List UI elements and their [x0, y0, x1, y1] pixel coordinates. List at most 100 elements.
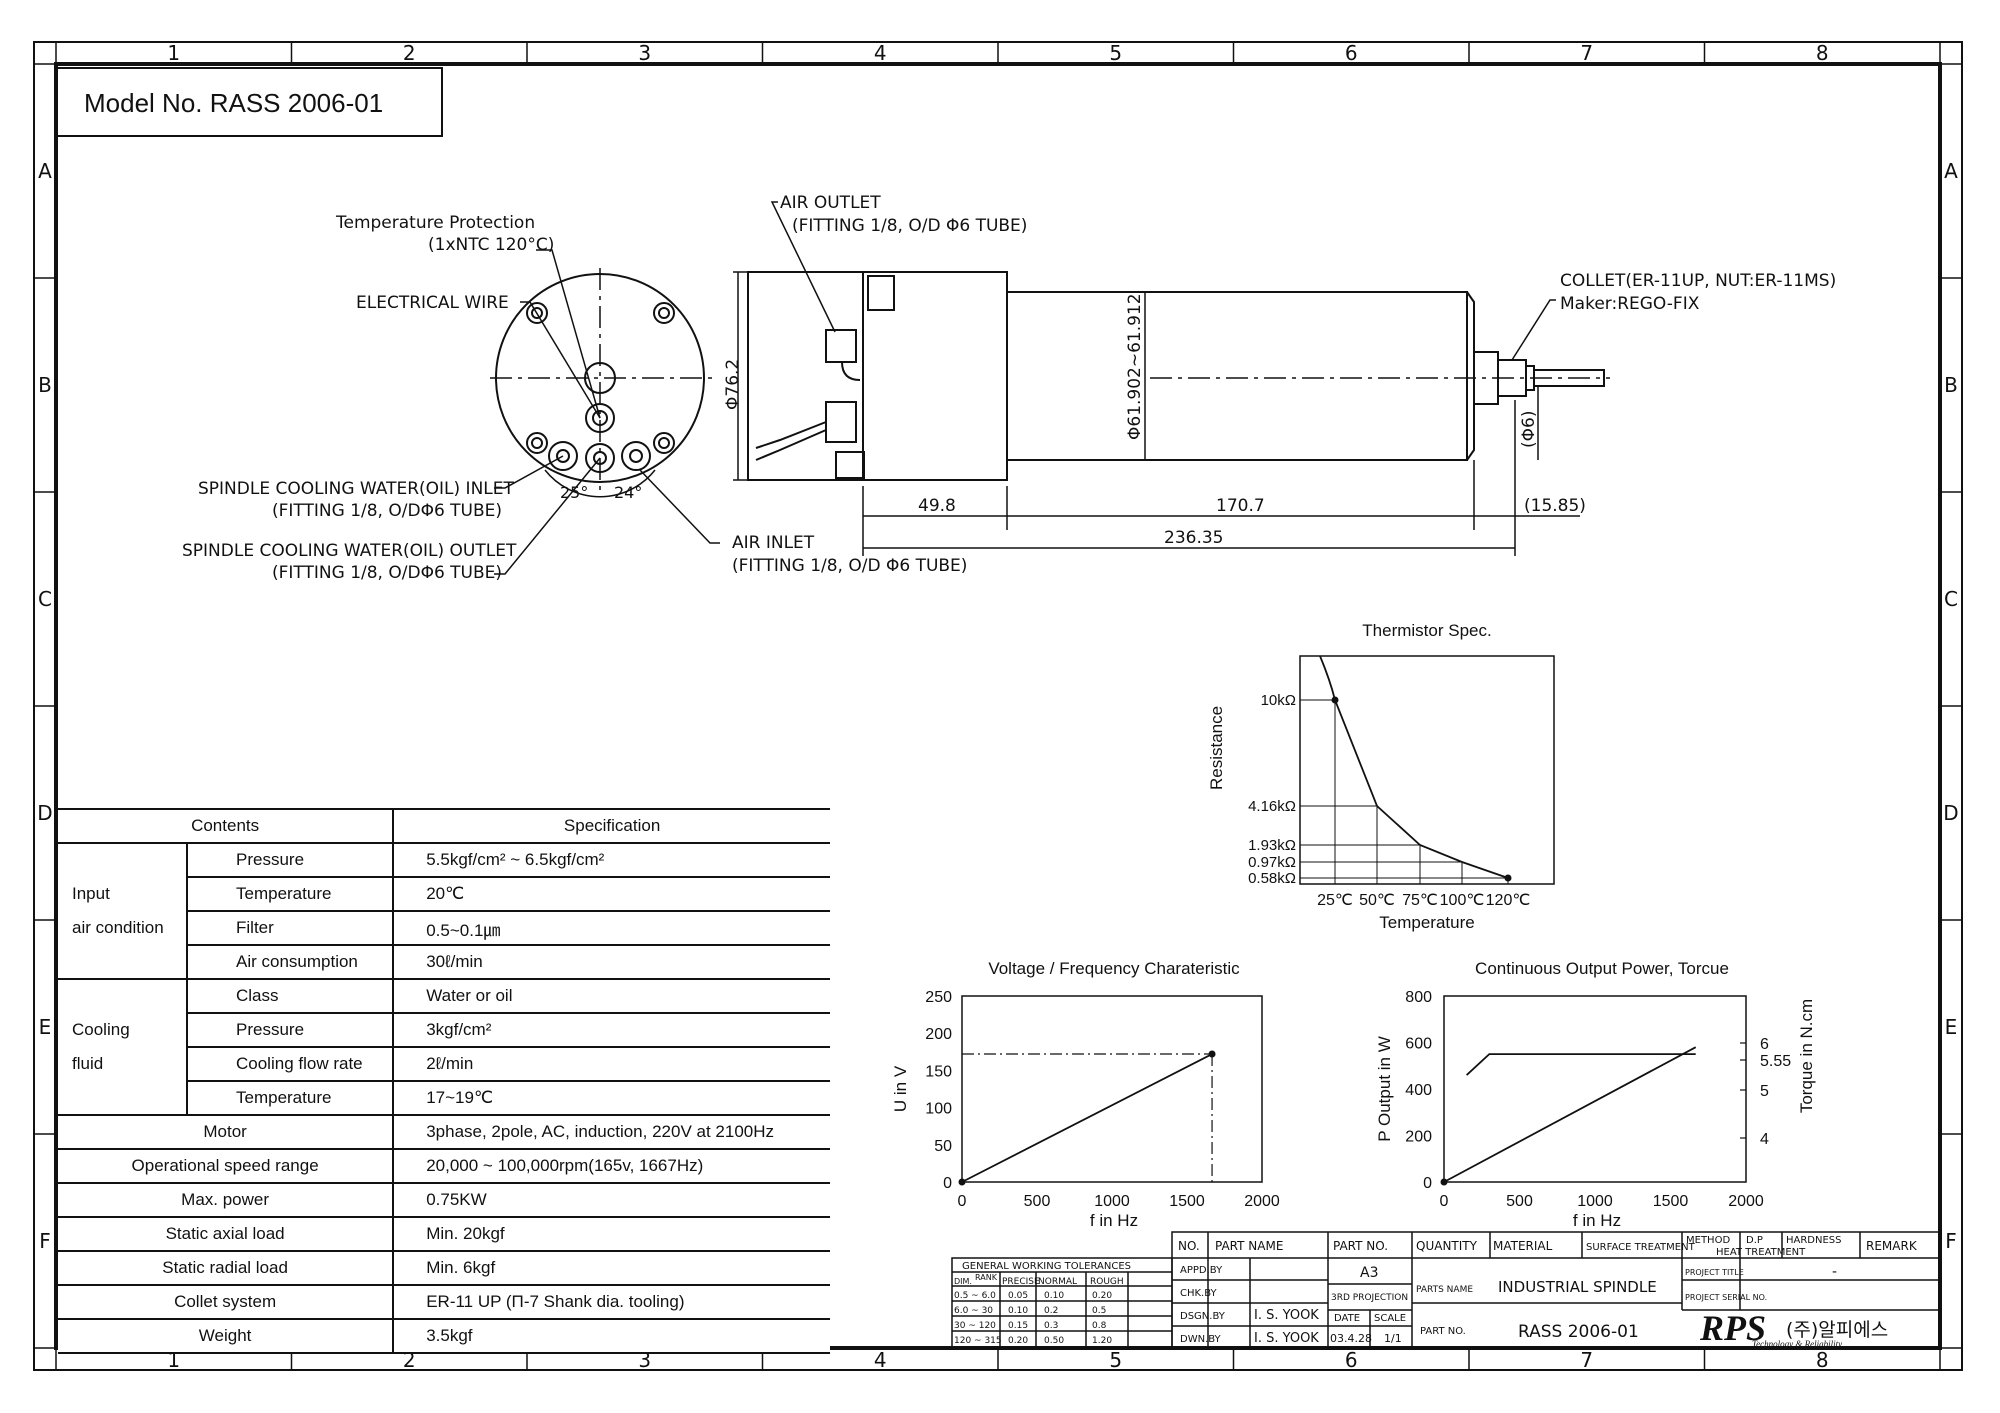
company-logo: RPS — [1699, 1308, 1766, 1348]
y-tick-label: 0.58kΩ — [1248, 870, 1296, 887]
h-quantity: QUANTITY — [1416, 1239, 1478, 1253]
y-tick-label: 600 — [1405, 1036, 1432, 1053]
y-axis-label: U in V — [891, 1065, 910, 1112]
col-number-bottom: 5 — [1109, 1348, 1122, 1372]
angle-25: 25° — [560, 483, 588, 502]
spec-value: Min. 20kgf — [393, 1217, 830, 1252]
row-letter-left: F — [39, 1229, 51, 1253]
x-tick-label: 0 — [1440, 1193, 1449, 1210]
col-number-bottom: 6 — [1345, 1348, 1358, 1372]
spec-label: Air consumption — [187, 945, 395, 980]
spec-value: 3phase, 2pole, AC, induction, 220V at 21… — [393, 1115, 830, 1150]
y-tick-label: 0 — [943, 1175, 952, 1192]
y-tick-label: 50 — [934, 1138, 952, 1155]
y2-tick-label: 6 — [1760, 1036, 1769, 1053]
dwn-label: DWN.BY — [1180, 1334, 1222, 1345]
tol-cell: 0.20 — [1008, 1336, 1028, 1346]
air-outlet-leader — [770, 201, 836, 333]
row-letter-right: A — [1944, 159, 1958, 183]
spec-value: 2ℓ/min — [393, 1047, 830, 1082]
spec-label: Cooling flow rate — [187, 1047, 395, 1082]
tol-head-dim: DIM. — [954, 1277, 972, 1286]
dim-l1: 49.8 — [918, 496, 956, 516]
dwn-name: I. S. YOOK — [1254, 1331, 1319, 1346]
x-tick-label: 2000 — [1728, 1193, 1764, 1210]
cooling-inlet-label: SPINDLE COOLING WATER(OIL) INLET — [198, 479, 514, 499]
tol-cell: 0.10 — [1008, 1306, 1028, 1316]
y-axis-label: Resistance — [1207, 706, 1226, 790]
spec-label: Operational speed range — [58, 1149, 395, 1184]
spec-label: Weight — [58, 1319, 395, 1354]
cooling-outlet-label: SPINDLE COOLING WATER(OIL) OUTLET — [182, 541, 517, 561]
spec-header-contents: Contents — [58, 809, 395, 844]
y2-tick-label: 4 — [1760, 1131, 1769, 1148]
spec-value: 3.5kgf — [393, 1319, 830, 1354]
dim-d76: Φ76.2 — [723, 359, 743, 410]
temp-protection-label: Temperature Protection — [335, 213, 535, 233]
chart-title: Continuous Output Power, Torcue — [1475, 959, 1729, 978]
h-part-name: PART NAME — [1215, 1239, 1283, 1253]
voltage-line — [961, 1053, 1213, 1183]
origin-point — [958, 1178, 966, 1186]
tol-cell: 0.15 — [1008, 1321, 1028, 1331]
scale-label: SCALE — [1374, 1313, 1406, 1324]
company-korean: (주)알피에스 — [1786, 1319, 1888, 1341]
tol-cell: 0.8 — [1092, 1321, 1107, 1331]
tol-head-rank: RANK — [975, 1273, 998, 1282]
x-axis-label: Temperature — [1379, 913, 1474, 932]
air-inlet-label: AIR INLET — [732, 533, 815, 553]
h-no: NO. — [1178, 1239, 1200, 1253]
x-tick-label: 120℃ — [1486, 892, 1531, 909]
operating-point — [1208, 1050, 1216, 1058]
scale-value: 1/1 — [1384, 1332, 1402, 1345]
y-tick-label: 250 — [925, 989, 952, 1006]
tol-cell: 0.50 — [1044, 1336, 1064, 1346]
y2-tick-label: 5.55 — [1760, 1053, 1791, 1070]
title-block-text: GENERAL WORKING TOLERANCES DIM. RANK PRE… — [954, 1235, 1918, 1349]
parts-name-label: PARTS NAME — [1416, 1285, 1473, 1295]
x-tick-label: 1000 — [1094, 1193, 1130, 1210]
row-letter-right: B — [1944, 373, 1958, 397]
title-block — [951, 1231, 1941, 1349]
end-view-leaders — [494, 249, 720, 575]
x-tick-label: 2000 — [1244, 1193, 1280, 1210]
col-number-top: 7 — [1580, 41, 1593, 65]
tol-cell: 0.3 — [1044, 1321, 1058, 1331]
spec-value: 0.75KW — [393, 1183, 830, 1218]
tol-title: GENERAL WORKING TOLERANCES — [962, 1261, 1131, 1272]
x-tick-label: 500 — [1024, 1193, 1051, 1210]
collet-maker: Maker:REGO-FIX — [1560, 294, 1700, 314]
row-letter-left: D — [37, 801, 52, 825]
x-tick-label: 1500 — [1169, 1193, 1205, 1210]
spec-label: Temperature — [187, 877, 395, 912]
y-tick-label: 400 — [1405, 1082, 1432, 1099]
h-method: METHOD — [1686, 1235, 1730, 1246]
col-number-bottom: 1 — [167, 1348, 180, 1372]
y-axis-label: P Output in W — [1375, 1036, 1394, 1142]
tol-cell: 6.0 ~ 30 — [954, 1306, 993, 1316]
y-tick-label: 1.93kΩ — [1248, 837, 1296, 854]
project-title-label: PROJECT TITLE — [1685, 1268, 1744, 1277]
x-tick-label: 100℃ — [1440, 892, 1485, 909]
dim-d6: (Φ6) — [1519, 411, 1539, 448]
y2-tick-label: 5 — [1760, 1083, 1769, 1100]
dsgn-name: I. S. YOOK — [1254, 1308, 1319, 1323]
tol-cell: 30 ~ 120 — [954, 1321, 996, 1331]
date-value: 03.4.28 — [1330, 1332, 1372, 1345]
appd-label: APPD.BY — [1180, 1265, 1223, 1276]
row-letter-right: C — [1944, 587, 1958, 611]
row-letter-right: F — [1945, 1229, 1957, 1253]
air-inlet-sub: (FITTING 1/8, O/D Φ6 TUBE) — [732, 556, 967, 576]
thermistor-chart: Thermistor Spec.TemperatureResistance25℃… — [1207, 621, 1555, 932]
air-outlet-sub: (FITTING 1/8, O/D Φ6 TUBE) — [792, 216, 1027, 236]
tol-cell: 0.5 ~ 6.0 — [954, 1291, 996, 1301]
collet-label: COLLET(ER-11UP, NUT:ER-11MS) — [1560, 271, 1836, 291]
row-letter-left: E — [39, 1015, 52, 1039]
y-tick-label: 150 — [925, 1063, 952, 1080]
spec-label: Filter — [187, 911, 395, 946]
row-letter-left: B — [38, 373, 52, 397]
spec-header-spec: Specification — [393, 809, 830, 844]
torque-line — [1466, 1053, 1696, 1076]
